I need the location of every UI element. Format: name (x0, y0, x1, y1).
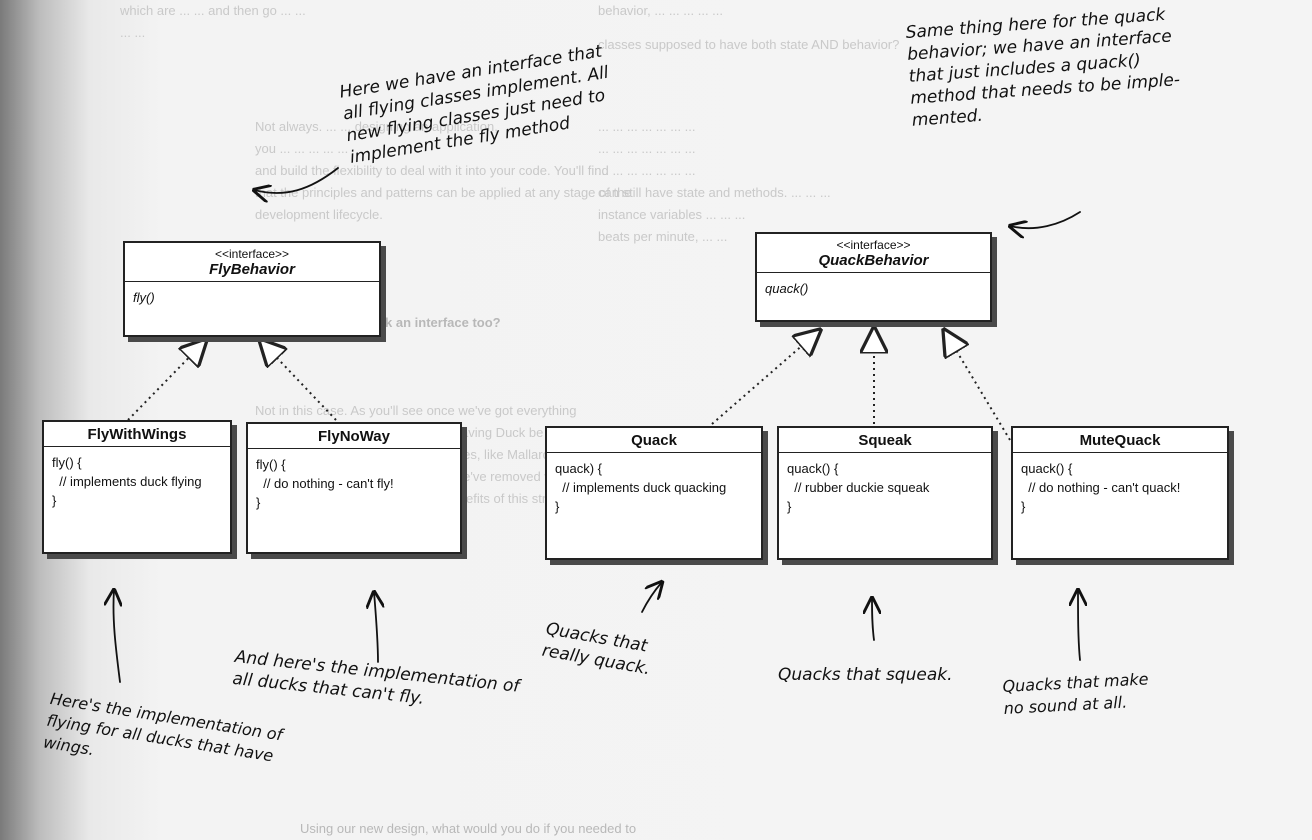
link-mutequack-quackbehavior (944, 330, 1011, 441)
background-text-right: ... ... ... ... ... ... ... ... ... ... … (598, 119, 831, 244)
fly-behavior-methods: fly() (133, 290, 155, 305)
quack-class: Quack quack) { // implements duck quacki… (545, 426, 763, 560)
note-arrow-quack-interface (1010, 211, 1081, 228)
quack-behavior-methods: quack() (765, 281, 809, 296)
link-flywithwings-flybehavior (127, 340, 206, 421)
quack-header: Quack (547, 428, 761, 453)
note-squeak: Quacks that squeak. (778, 665, 953, 685)
squeak-name: Squeak (858, 432, 912, 449)
fly-no-way-methods: fly() { // do nothing - can't fly! } (256, 457, 394, 510)
quack-name: Quack (631, 432, 677, 449)
background-text-top-left: which are ... ... and then go ... ... ..… (120, 3, 306, 40)
background-bottom-question: Using our new design, what would you do … (300, 821, 637, 836)
note-quack-interface: Same thing here for the quack behavior; … (905, 4, 1181, 131)
squeak-header: Squeak (779, 428, 991, 453)
note-arrow-flywithwings (113, 590, 120, 683)
fly-no-way-header: FlyNoWay (248, 424, 460, 449)
note-mute: Quacks that make no sound at all. (1002, 669, 1149, 718)
squeak-class: Squeak quack() { // rubber duckie squeak… (777, 426, 993, 560)
mute-quack-class: MuteQuack quack() { // do nothing - can'… (1011, 426, 1229, 560)
fly-with-wings-class: FlyWithWings fly() { // implements duck … (42, 420, 232, 554)
note-arrow-flynoway (374, 592, 378, 663)
fly-with-wings-methods: fly() { // implements duck flying } (52, 455, 202, 508)
fly-with-wings-name: FlyWithWings (87, 426, 187, 443)
link-flynoway-flybehavior (260, 340, 337, 421)
quack-methods: quack) { // implements duck quacking } (555, 461, 727, 514)
quack-behavior-interface: <<interface>> QuackBehavior quack() (755, 232, 992, 322)
fly-behavior-name: FlyBehavior (209, 261, 295, 278)
quack-behavior-name: QuackBehavior (818, 252, 929, 269)
fly-behavior-interface: <<interface>> FlyBehavior fly() (123, 241, 381, 337)
note-arrow-fly-interface (254, 167, 339, 193)
mute-quack-name: MuteQuack (1079, 432, 1161, 449)
quack-behavior-header: <<interface>> QuackBehavior (757, 234, 990, 273)
mute-quack-header: MuteQuack (1013, 428, 1227, 453)
note-arrow-quack (641, 582, 662, 613)
fly-behavior-stereotype: <<interface>> (214, 247, 290, 261)
quack-behavior-stereotype: <<interface>> (836, 238, 911, 252)
mute-quack-methods: quack() { // do nothing - can't quack! } (1021, 461, 1181, 514)
link-quack-quackbehavior (711, 330, 820, 425)
background-text-top-right-2: classes supposed to have both state AND … (598, 37, 900, 52)
fly-behavior-header: <<interface>> FlyBehavior (125, 243, 379, 282)
squeak-methods: quack() { // rubber duckie squeak } (787, 461, 930, 514)
background-text-top-right-1: behavior, ... ... ... ... ... (598, 3, 723, 18)
fly-no-way-class: FlyNoWay fly() { // do nothing - can't f… (246, 422, 462, 554)
note-arrow-mute (1078, 590, 1080, 661)
fly-with-wings-header: FlyWithWings (44, 422, 230, 447)
note-arrow-squeak (872, 598, 874, 641)
fly-no-way-name: FlyNoWay (318, 428, 390, 445)
